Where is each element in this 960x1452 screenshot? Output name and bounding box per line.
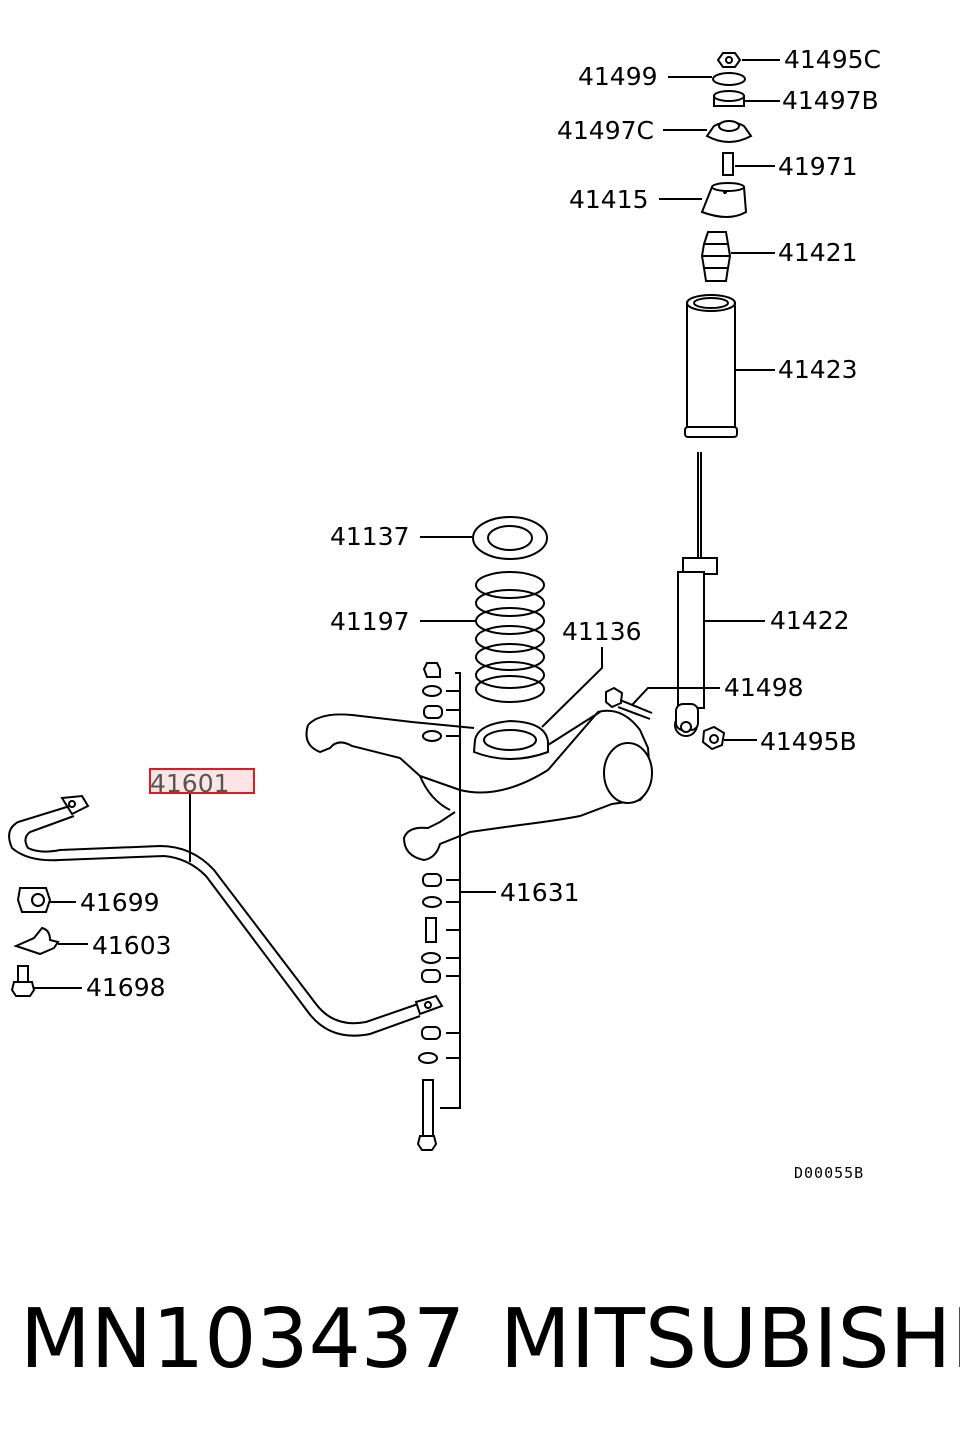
stabilizer-link-stack-41631 [416,662,461,1151]
stabilizer-bar-41601 [8,794,444,1037]
bushing-41699 [16,887,52,913]
dust-cover-41423 [684,294,738,438]
brand-name: MITSUBISHI [500,1292,960,1387]
bushing-41497c [705,120,753,143]
bushing-41497b [713,90,745,107]
coil-spring-41197 [475,571,545,703]
callout-41603: 41603 [92,931,172,960]
callout-41498: 41498 [724,673,804,702]
axle-housing [305,709,653,862]
callout-41495b: 41495B [760,727,857,756]
callout-41421: 41421 [778,238,858,267]
spring-seat-41137 [472,516,548,560]
callout-41971: 41971 [778,152,858,181]
callout-41601: 41601 [150,769,230,798]
callout-41495c: 41495C [784,45,881,74]
callout-41499: 41499 [578,62,658,91]
callout-41197: 41197 [330,607,410,636]
nut-41495c [716,52,742,68]
callout-41422: 41422 [770,606,850,635]
callout-41136: 41136 [562,617,642,646]
highlight-box-41601 [149,768,255,794]
callout-41497c: 41497C [557,116,654,145]
nut-41495b [701,725,726,751]
callout-41631: 41631 [500,878,580,907]
collar-41971 [722,152,734,176]
bump-stop-41421 [700,231,732,282]
bracket-41603 [13,926,60,956]
callout-41698: 41698 [86,973,166,1002]
washer-41499 [712,72,746,86]
bracket-41415 [700,182,748,218]
diagram-code: D00055B [794,1164,864,1182]
callout-41497b: 41497B [782,86,879,115]
bolt-41698 [10,965,36,997]
callout-41415: 41415 [569,185,649,214]
callout-41137: 41137 [330,522,410,551]
spring-insulator-41136 [472,719,549,760]
part-number: MN103437 [20,1292,466,1387]
callout-41423: 41423 [778,355,858,384]
shock-absorber-41422 [674,452,718,737]
callout-41699: 41699 [80,888,160,917]
leader-lines [34,59,780,989]
bolt-41498 [605,686,653,720]
